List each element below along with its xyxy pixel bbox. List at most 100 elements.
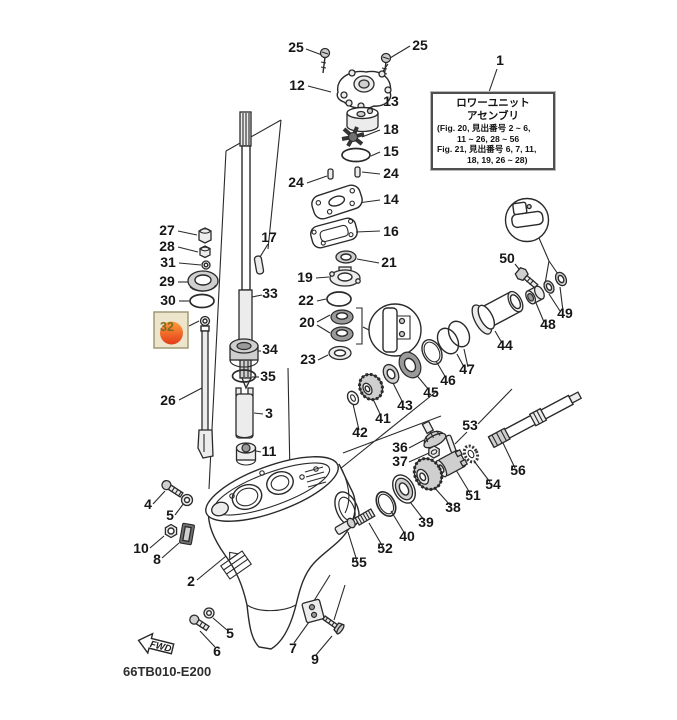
callout-55: 55 <box>351 554 367 570</box>
callout-14: 14 <box>383 191 399 207</box>
callout-43: 43 <box>397 397 413 413</box>
callout-8: 8 <box>153 551 161 567</box>
bearing-carrier-part-44 <box>471 290 524 335</box>
assembly-ref-line2: 11 ~ 26, 28 ~ 56 <box>457 133 520 144</box>
callout-4: 4 <box>144 496 152 512</box>
callout-39: 39 <box>418 514 434 530</box>
assembly-ref-line3: Fig. 21, 見出番号 6, 7, 11, <box>437 144 537 154</box>
callout-31: 31 <box>160 254 176 270</box>
assembly-ref-line1: (Fig. 20, 見出番号 2 ~ 6, <box>437 123 531 133</box>
callout-5-top: 5 <box>166 507 174 523</box>
forward-gear-part-38 <box>412 457 444 491</box>
bearing-part-39 <box>392 474 416 504</box>
nut-part-32 <box>199 315 211 327</box>
nut-part-28 <box>199 245 211 259</box>
callout-45: 45 <box>423 384 439 400</box>
o-ring-part-35 <box>231 369 257 383</box>
callout-6: 6 <box>213 643 221 659</box>
callout-28: 28 <box>159 238 175 254</box>
callout-24-right: 24 <box>383 165 399 181</box>
pinion-gear-part-36 <box>421 420 447 449</box>
diagram-code: 66TB010-E200 <box>123 664 211 679</box>
oil-seal-part-21 <box>335 250 357 264</box>
detail-inset-circle-mid <box>368 303 422 357</box>
washer-part-5-bottom <box>203 607 215 619</box>
spring-part-52 <box>354 508 376 526</box>
callout-9: 9 <box>311 651 319 667</box>
callout-3: 3 <box>265 405 273 421</box>
o-ring-part-47a <box>436 327 460 355</box>
water-intake-detail <box>219 550 253 580</box>
callout-labels: 25 25 12 13 18 15 24 24 14 16 17 27 28 3… <box>133 37 573 667</box>
callout-13: 13 <box>383 93 399 109</box>
spring-part-54 <box>462 444 480 464</box>
dowel-pin-part-24-right <box>354 166 361 178</box>
callout-36: 36 <box>392 439 408 455</box>
impeller-part-18 <box>341 126 365 147</box>
water-pump-housing-part-12 <box>336 69 392 110</box>
callout-1: 1 <box>496 52 504 68</box>
callout-49: 49 <box>557 305 573 321</box>
callout-22: 22 <box>298 292 314 308</box>
propeller-shaft-part-56 <box>487 391 583 449</box>
callout-35: 35 <box>260 368 276 384</box>
callout-26: 26 <box>160 392 176 408</box>
plug-part-55 <box>334 517 356 535</box>
callout-20: 20 <box>299 314 315 330</box>
callout-50: 50 <box>499 250 515 266</box>
o-ring-part-40 <box>375 490 397 518</box>
detail-inset-circle-top <box>504 197 550 243</box>
callout-38: 38 <box>445 499 461 515</box>
callout-37: 37 <box>392 453 408 469</box>
bearing-part-34 <box>229 338 259 368</box>
callout-5-bottom: 5 <box>226 625 234 641</box>
sleeve-part-3 <box>235 387 254 439</box>
seals-part-20 <box>330 307 363 345</box>
callout-33: 33 <box>262 285 278 301</box>
screw-part-25-left <box>319 47 331 74</box>
washer-part-31 <box>201 260 211 270</box>
assembly-title-line2: アセンブリ <box>467 110 519 122</box>
bolt-part-50 <box>514 267 539 289</box>
callout-52: 52 <box>377 540 393 556</box>
selected-part-marker[interactable]: 32 <box>153 311 189 349</box>
callout-44: 44 <box>497 337 513 353</box>
callout-42: 42 <box>352 424 368 440</box>
pinion-nut-part-37 <box>428 445 440 459</box>
callout-19: 19 <box>297 269 313 285</box>
screw-part-25-right <box>380 52 392 79</box>
callout-53: 53 <box>462 417 478 433</box>
selected-part-number: 32 <box>160 320 174 334</box>
seal-part-49b <box>554 271 568 287</box>
trim-tab-anode-part-7 <box>301 598 325 624</box>
callout-7: 7 <box>289 640 297 656</box>
callout-40: 40 <box>399 528 415 544</box>
bushing-part-48 <box>525 285 545 305</box>
o-ring-part-47b <box>447 320 471 348</box>
fwd-direction-arrow: FWD <box>137 632 175 655</box>
callout-23: 23 <box>300 351 316 367</box>
o-ring-part-30 <box>189 293 215 309</box>
seal-housing-part-19 <box>329 266 361 287</box>
nut-part-10 <box>164 523 178 539</box>
reverse-gear-part-41 <box>358 372 384 402</box>
callout-10: 10 <box>133 540 149 556</box>
pump-cartridge-part-13 <box>346 106 379 133</box>
washer-part-23 <box>328 345 352 361</box>
callout-12: 12 <box>289 77 305 93</box>
shift-pin-part-53 <box>445 434 457 454</box>
bearing-part-29 <box>187 270 219 292</box>
callout-25-left: 25 <box>288 39 304 55</box>
callout-27: 27 <box>159 222 175 238</box>
callout-18: 18 <box>383 121 399 137</box>
washer-part-43 <box>382 363 400 385</box>
callout-48: 48 <box>540 316 556 332</box>
callout-51: 51 <box>465 487 481 503</box>
callout-15: 15 <box>383 143 399 159</box>
callout-29: 29 <box>159 273 175 289</box>
callout-41: 41 <box>375 410 391 426</box>
bushing-part-11 <box>235 442 257 466</box>
callout-30: 30 <box>160 292 176 308</box>
callout-11: 11 <box>262 443 277 459</box>
